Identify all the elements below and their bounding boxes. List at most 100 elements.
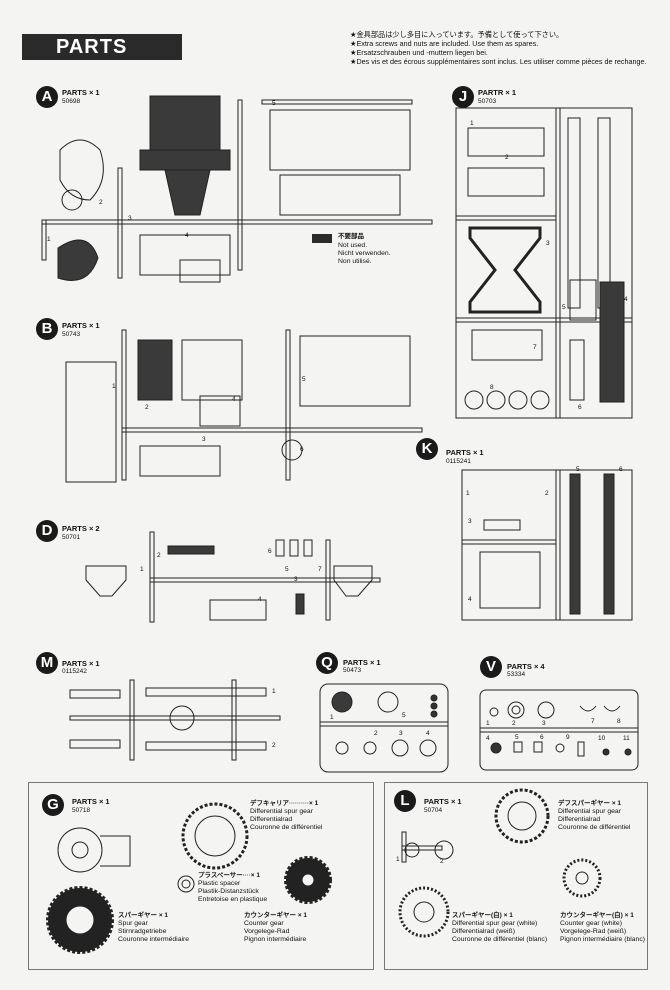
part-number: 6 xyxy=(540,734,544,741)
part-number: 2 xyxy=(145,404,149,411)
sprue-m-qty: PARTS × 1 xyxy=(62,659,100,668)
legend-fr: Non utilisé. xyxy=(338,258,372,265)
sprue-q-badge: Q xyxy=(316,652,338,674)
sprue-d-code: 50701 xyxy=(62,534,81,541)
part-number: 4 xyxy=(185,232,189,239)
sprue-b-badge: B xyxy=(36,318,58,340)
part-number: 2 xyxy=(440,858,444,865)
part-number: 8 xyxy=(490,384,494,391)
part-number: 1 xyxy=(140,566,144,573)
bag-l-item-spur-white: スパーギヤー(白) × 1 Differential spur gear (wh… xyxy=(452,912,548,943)
sprue-q-code: 50473 xyxy=(343,667,362,674)
sprue-m-badge: M xyxy=(36,652,58,674)
part-number: 3 xyxy=(546,240,550,247)
bag-g-badge: G xyxy=(42,794,64,816)
part-number: 3 xyxy=(468,518,472,525)
part-number: 2 xyxy=(545,490,549,497)
part-number: 4 xyxy=(426,730,430,737)
bag-l-code: 50704 xyxy=(424,807,443,814)
part-number: 5 xyxy=(272,100,276,107)
part-number: 3 xyxy=(399,730,403,737)
part-number: 7 xyxy=(318,566,322,573)
sprue-a-code: 50698 xyxy=(62,98,81,105)
bag-l-item-diff-spur: デフスパーギヤー × 1 Differential spur gear Diff… xyxy=(558,800,631,831)
part-number: 5 xyxy=(285,566,289,573)
part-number: 5 xyxy=(302,376,306,383)
part-number: 2 xyxy=(157,552,161,559)
bag-g-code: 50718 xyxy=(72,807,91,814)
sprue-a-badge: A xyxy=(36,86,58,108)
part-number: 4 xyxy=(232,396,236,403)
sprue-b-code: 50743 xyxy=(62,331,81,338)
part-number: 2 xyxy=(272,742,276,749)
part-number: 1 xyxy=(466,490,470,497)
part-number: 3 xyxy=(128,215,132,222)
part-number: 1 xyxy=(396,856,400,863)
sprue-d-qty: PARTS × 2 xyxy=(62,524,100,533)
part-number: 5 xyxy=(402,712,406,719)
bag-g-item-spur: スパーギヤー × 1 Spur gear Stirnradgetriebe Co… xyxy=(118,912,190,943)
sprue-v-code: 53334 xyxy=(507,671,526,678)
part-number: 1 xyxy=(112,383,116,390)
bag-g-item-counter: カウンターギヤー × 1 Counter gear Vorgelege-Rad … xyxy=(244,912,308,943)
part-number: 1 xyxy=(47,236,51,243)
legend-jp: 不要部品 xyxy=(338,233,364,240)
part-number: 6 xyxy=(619,466,623,473)
part-number: 1 xyxy=(330,714,334,721)
part-number: 3 xyxy=(202,436,206,443)
sprue-d-badge: D xyxy=(36,520,58,542)
sprue-k-code: 0115241 xyxy=(446,458,471,465)
page-title: PARTS xyxy=(22,34,182,60)
part-number: 9 xyxy=(566,734,570,741)
part-number: 2 xyxy=(99,199,103,206)
bag-l-item-counter-white: カウンターギヤー(白) × 1 Counter gear (white) Vor… xyxy=(560,912,646,943)
part-number: 3 xyxy=(542,720,546,727)
part-number: 4 xyxy=(624,296,628,303)
sprue-k-qty: PARTS × 1 xyxy=(446,448,484,457)
sprue-m-code: 0115242 xyxy=(62,668,87,675)
part-number: 2 xyxy=(374,730,378,737)
sprue-a-qty: PARTS × 1 xyxy=(62,88,100,97)
sprue-j-code: 50703 xyxy=(478,98,497,105)
part-number: 6 xyxy=(268,548,272,555)
part-number: 4 xyxy=(468,596,472,603)
part-number: 4 xyxy=(486,735,490,742)
part-number: 8 xyxy=(617,718,621,725)
bag-g-qty: PARTS × 1 xyxy=(72,797,110,806)
part-number: 7 xyxy=(591,718,595,725)
bag-g-item-diff-spur: デフキャリア··········× 1 Differential spur ge… xyxy=(250,800,323,831)
sprue-j-badge: J xyxy=(452,86,474,108)
part-number: 10 xyxy=(598,735,606,742)
part-number: 4 xyxy=(258,596,262,603)
part-number: 7 xyxy=(533,344,537,351)
part-number: 2 xyxy=(505,154,509,161)
part-number: 1 xyxy=(486,720,490,727)
part-number: 6 xyxy=(578,404,582,411)
sprue-v-qty: PARTS × 4 xyxy=(507,662,545,671)
part-number: 5 xyxy=(576,466,580,473)
sprue-b-qty: PARTS × 1 xyxy=(62,321,100,330)
spares-note: ★金具部品は少し多目に入っています。予備として使って下さい。 ★Extra sc… xyxy=(350,30,647,66)
bag-g-frame xyxy=(28,782,374,970)
bag-l-frame xyxy=(384,782,648,970)
legend-en: Not used. xyxy=(338,242,368,249)
part-number: 11 xyxy=(623,735,630,742)
part-number: 5 xyxy=(515,734,519,741)
legend-de: Nicht verwenden. xyxy=(338,250,391,257)
bag-l-badge: L xyxy=(394,790,416,812)
bag-l-qty: PARTS × 1 xyxy=(424,797,462,806)
part-number: 2 xyxy=(512,720,516,727)
sprue-k-badge: K xyxy=(416,438,438,460)
part-number: 6 xyxy=(300,446,304,453)
sprue-j-qty: PARTR × 1 xyxy=(478,88,516,97)
